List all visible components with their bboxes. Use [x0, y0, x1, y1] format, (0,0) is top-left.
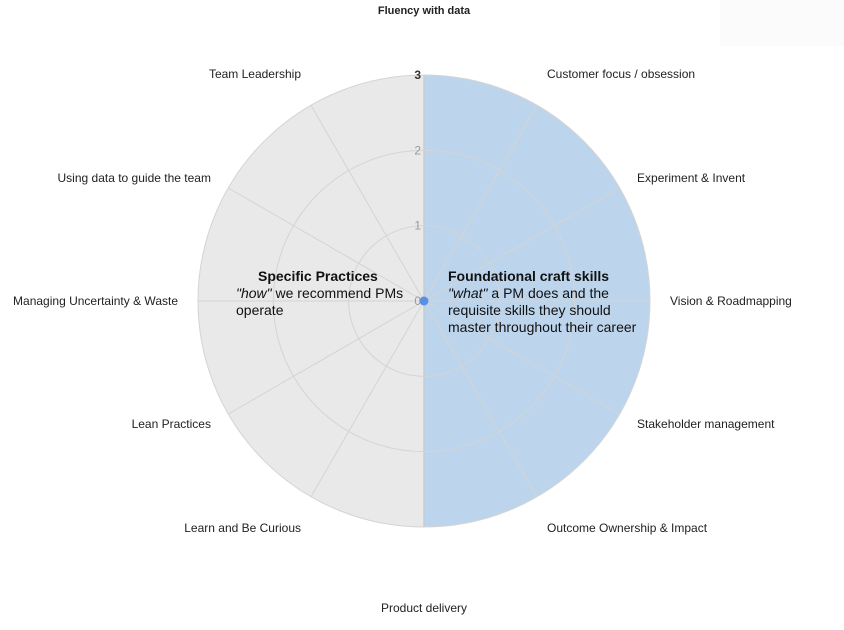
axis-label: Vision & Roadmapping: [670, 294, 792, 308]
specific-practices-section-emphasis: "how": [236, 285, 272, 301]
axis-label: Using data to guide the team: [58, 171, 211, 185]
axis-label: Outcome Ownership & Impact: [547, 521, 708, 535]
spoke-line: [423, 300, 538, 497]
spoke-line: [228, 187, 425, 302]
axis-label: Customer focus / obsession: [547, 67, 695, 81]
radial-tick-label: 1: [414, 219, 421, 233]
specific-practices-section-description: we recommend PMs operate: [236, 285, 404, 318]
radial-tick-label: 3: [414, 68, 421, 82]
specific-practices-section-label: Specific Practices "how" we recommend PM…: [236, 268, 416, 319]
radial-tick-label: 2: [414, 143, 421, 157]
radial-tick-label: 0: [414, 294, 421, 308]
foundational-section-title: Foundational craft skills: [448, 268, 610, 284]
axis-label: Fluency with data: [378, 5, 471, 17]
foundational-section-emphasis: "what": [448, 285, 488, 301]
axis-label: Lean Practices: [132, 417, 211, 431]
spoke-line: [423, 300, 620, 415]
axis-label: Experiment & Invent: [637, 171, 746, 185]
specific-practices-section-title: Specific Practices: [258, 268, 378, 284]
spoke-line: [228, 300, 425, 415]
axis-label: Product delivery: [381, 601, 467, 615]
axis-label: Stakeholder management: [637, 417, 775, 431]
spoke-line: [423, 105, 538, 302]
axis-label: Learn and Be Curious: [184, 521, 301, 535]
spoke-line: [310, 300, 425, 497]
spoke-line: [310, 105, 425, 302]
axis-label: Team Leadership: [209, 67, 301, 81]
spoke-line: [423, 187, 620, 302]
foundational-section-description: a PM does and the requisite skills they …: [448, 285, 637, 335]
center-point: [419, 296, 429, 306]
foundational-section-label: Foundational craft skills "what" a PM do…: [448, 268, 638, 336]
corner-panel: [720, 0, 844, 46]
axis-label: Managing Uncertainty & Waste: [13, 294, 178, 308]
